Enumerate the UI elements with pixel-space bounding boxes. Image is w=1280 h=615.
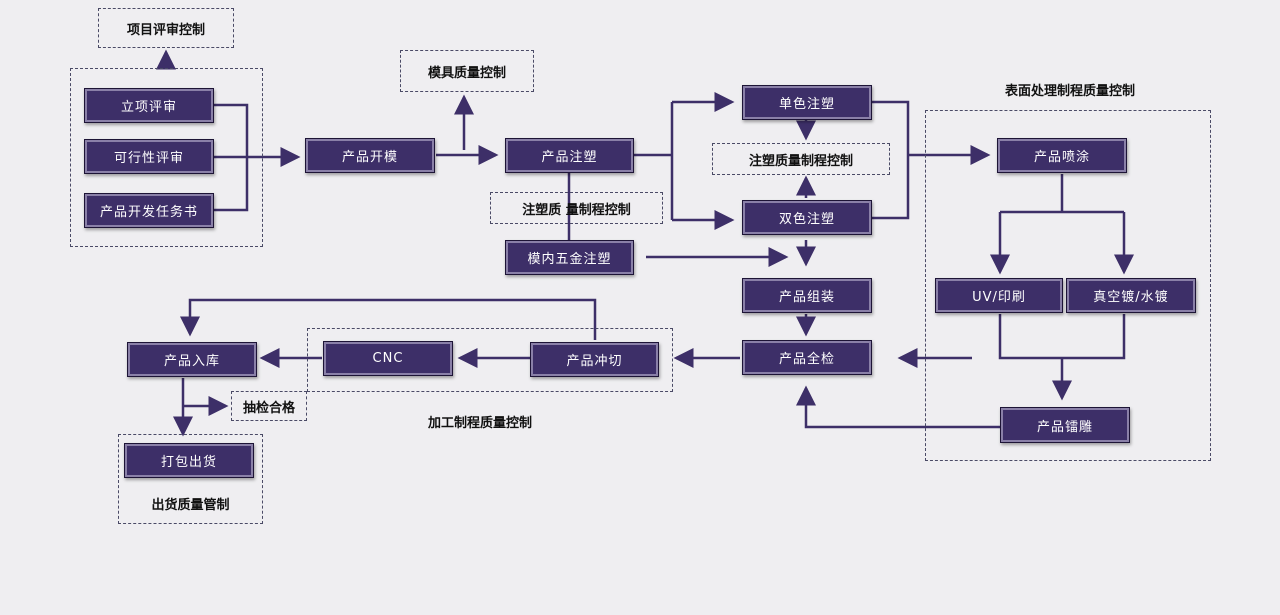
surface-quality-control-label: 表面处理制程质量控制 (1004, 83, 1135, 99)
single-color-injection-node: 单色注塑 (742, 85, 872, 120)
product-engraving-node: 产品镭雕 (1000, 407, 1130, 443)
feasibility-review-node: 可行性评审 (84, 139, 214, 174)
label-text: 项目评审控制 (126, 22, 205, 38)
product-full-inspection-node: 产品全检 (742, 340, 872, 375)
project-review-control-label: 项目评审控制 (98, 8, 234, 48)
product-injection-node: 产品注塑 (505, 138, 634, 173)
project-approval-review-node: 立项评审 (84, 88, 214, 123)
product-punching-node: 产品冲切 (530, 342, 659, 377)
product-assembly-node: 产品组装 (742, 278, 872, 313)
label-text: 注塑质 量制程控制 (522, 202, 631, 218)
vacuum-plating-node: 真空镀/水镀 (1066, 278, 1196, 313)
product-warehousing-node: 产品入库 (127, 342, 257, 377)
surface-treatment-group (925, 110, 1211, 461)
cnc-node: CNC (323, 341, 453, 376)
machining-group (307, 328, 673, 392)
injection-quality-control-label-b: 注塑质量制程控制 (712, 143, 890, 175)
label-text: 模具质量控制 (427, 65, 506, 81)
packing-shipping-node: 打包出货 (124, 443, 254, 478)
label-text: 注塑质量制程控制 (748, 153, 853, 169)
injection-quality-control-label-a: 注塑质 量制程控制 (490, 192, 663, 224)
uv-printing-node: UV/印刷 (935, 278, 1063, 313)
product-mold-opening-node: 产品开模 (305, 138, 435, 173)
project-review-group (70, 68, 263, 247)
label-text: 抽检合格 (242, 400, 295, 416)
insert-molding-node: 模内五金注塑 (505, 240, 634, 275)
mold-quality-control-label: 模具质量控制 (400, 50, 534, 92)
shipping-group (118, 434, 263, 524)
product-dev-task-book-node: 产品开发任务书 (84, 193, 214, 228)
two-color-injection-node: 双色注塑 (742, 200, 872, 235)
shipping-quality-control-label: 出货质量管制 (151, 497, 230, 513)
spot-check-pass-label: 抽检合格 (231, 391, 307, 421)
machining-quality-control-label: 加工制程质量控制 (427, 415, 532, 431)
product-spraying-node: 产品喷涂 (997, 138, 1127, 173)
